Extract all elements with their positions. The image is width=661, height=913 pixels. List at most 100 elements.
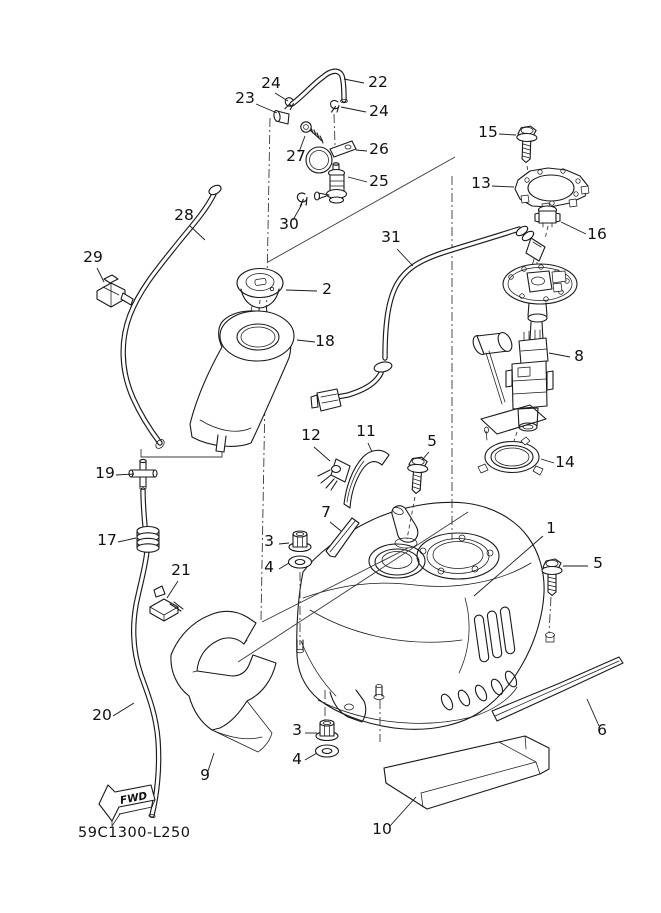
callout-leader-7: [329, 521, 342, 532]
callout-label-20: 20: [92, 706, 112, 724]
callout-label-17: 17: [97, 531, 117, 549]
callout-label-4: 4: [292, 750, 302, 768]
callout-leader-2: [285, 289, 318, 292]
callout-label-3: 3: [292, 721, 302, 739]
callout-label-5: 5: [593, 554, 603, 572]
callout-leader-15: [498, 133, 517, 136]
callout-leader-24: [274, 92, 289, 102]
callout-label-22: 22: [368, 73, 388, 91]
part-21-clip: [149, 585, 184, 622]
tank-filler-opening: [368, 543, 426, 579]
part-16-connector: [534, 205, 561, 228]
part-7-damper-strip: [325, 517, 360, 558]
callout-leader-17: [117, 537, 137, 543]
callout-leader-13: [491, 185, 515, 188]
callout-leader-11: [367, 442, 373, 453]
part-4-washer-a: [287, 555, 313, 569]
callout-label-24: 24: [369, 102, 389, 120]
callout-label-12: 12: [301, 426, 321, 444]
callout-leader-10: [389, 796, 417, 827]
callout-label-16: 16: [587, 225, 607, 243]
callout-leader-8: [548, 352, 571, 358]
callout-label-7: 7: [321, 503, 331, 521]
callout-leader-21: [166, 580, 179, 599]
part-28-overflow-hose: [123, 184, 222, 449]
part-27-screw: [300, 121, 324, 144]
callout-label-5: 5: [427, 432, 437, 450]
part-26-clamp: [305, 140, 357, 174]
part-5-bolt-a: [405, 455, 430, 495]
part-13-pump-plate: [514, 167, 590, 212]
callout-label-4: 4: [264, 558, 274, 576]
part-3-nut-a: [288, 530, 312, 553]
part-6-damper-strip: [491, 656, 624, 722]
part-29-clip: [96, 274, 134, 308]
callout-label-26: 26: [369, 140, 389, 158]
part-9-heat-shield: [170, 610, 277, 753]
tank-mount-bracket: [296, 632, 555, 723]
callout-label-28: 28: [174, 206, 194, 224]
callout-leader-23: [255, 103, 278, 114]
part-5-bolt-b: [541, 558, 563, 597]
pump-float: [472, 332, 513, 405]
part-11-shield-fin: [343, 449, 390, 509]
callout-label-30: 30: [279, 215, 299, 233]
callout-label-13: 13: [471, 174, 491, 192]
callout-leader-28: [189, 225, 206, 241]
callout-label-27: 27: [286, 147, 306, 165]
callout-leader-3: [278, 542, 290, 545]
fwd-arrow: FWD: [98, 784, 156, 827]
part-14-retainer-ring: [477, 426, 544, 476]
callout-label-2: 2: [322, 280, 332, 298]
part-22-breather-hose: [292, 71, 348, 104]
part-20-drain-hose: [134, 490, 159, 819]
callout-leader-12: [313, 446, 331, 462]
part-12-fastener: [317, 458, 351, 491]
hose-31-pump-fitting: [515, 225, 546, 267]
callout-leader-9: [207, 752, 215, 772]
callout-label-25: 25: [369, 172, 389, 190]
callout-label-18: 18: [315, 332, 335, 350]
callout-label-8: 8: [574, 347, 584, 365]
callout-leader-5: [421, 451, 430, 461]
callout-leader-29: [96, 267, 105, 283]
fwd-label: FWD: [119, 790, 149, 807]
part-10-protector-tray: [383, 735, 550, 810]
callout-label-15: 15: [478, 123, 498, 141]
callout-label-21: 21: [171, 561, 191, 579]
part-18-filler-shroud: [189, 310, 295, 453]
callout-leader-4: [278, 562, 290, 570]
callout-label-1: 1: [546, 519, 556, 537]
callout-label-10: 10: [372, 820, 392, 838]
callout-label-29: 29: [83, 248, 103, 266]
hose-31-end-connector: [310, 388, 342, 412]
diagram-code: 59C1300-L250: [78, 825, 190, 841]
callout-leader-25: [347, 176, 368, 183]
callout-leader-14: [540, 458, 555, 464]
callout-leader-26: [355, 149, 368, 152]
part-8-fuel-pump-assembly: [472, 263, 578, 435]
part-23-bushing: [273, 110, 290, 125]
callout-leader-4: [304, 752, 318, 761]
callout-leader-31: [396, 248, 414, 267]
callout-label-24: 24: [261, 74, 281, 92]
callout-leader-22: [343, 78, 365, 84]
callout-label-9: 9: [200, 766, 210, 784]
callout-leader-19: [115, 473, 135, 476]
part-24-clip-b: [329, 99, 340, 113]
callout-leader-1: [473, 535, 544, 597]
part-19-joint: [128, 458, 158, 490]
part-25-fuel-valve: [313, 162, 348, 204]
callout-label-19: 19: [95, 464, 115, 482]
tank-fuel-pipe: [391, 505, 419, 549]
part-30-clip: [296, 191, 309, 208]
callout-leader-6: [586, 698, 600, 727]
part-2-fuel-cap: [236, 267, 284, 314]
part-15-bolt: [515, 125, 538, 164]
part-31-fuel-hose: [310, 225, 546, 412]
callout-leader-16: [560, 221, 587, 235]
callout-label-3: 3: [264, 532, 274, 550]
